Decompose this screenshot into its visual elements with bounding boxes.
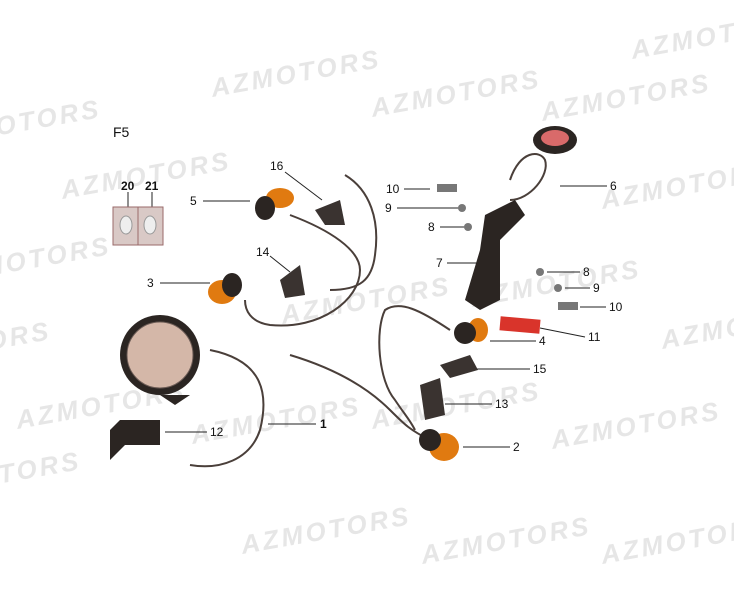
callout-9: 9 xyxy=(385,201,392,215)
turn-signal-3 xyxy=(208,273,242,304)
callout-1: 1 xyxy=(320,417,327,431)
callout-2: 2 xyxy=(513,440,520,454)
callout-14: 14 xyxy=(256,245,270,259)
headlight xyxy=(120,315,200,405)
callout-9: 9 xyxy=(593,281,600,295)
wires xyxy=(189,153,547,468)
callout-3: 3 xyxy=(147,276,154,290)
callout-7: 7 xyxy=(436,256,443,270)
bracket-12 xyxy=(110,420,160,460)
callout-20: 20 xyxy=(121,179,135,193)
callout-12: 12 xyxy=(210,425,224,439)
callout-11: 11 xyxy=(588,330,601,344)
callout-10: 10 xyxy=(386,182,400,196)
callout-16: 16 xyxy=(270,159,284,173)
reflector-11 xyxy=(499,316,541,334)
small-brackets xyxy=(280,200,478,420)
license-plate-bracket xyxy=(465,200,525,310)
leader-lines xyxy=(127,171,607,448)
turn-signal-2 xyxy=(419,429,459,461)
callout-8: 8 xyxy=(428,220,435,234)
callout-13: 13 xyxy=(495,397,509,411)
tail-light-6 xyxy=(533,126,577,154)
diagram-code: F5 xyxy=(113,124,130,140)
turn-signal-4 xyxy=(454,318,488,344)
turn-signal-5 xyxy=(255,188,294,220)
callout-15: 15 xyxy=(533,362,547,376)
callout-5: 5 xyxy=(190,194,197,208)
callout-8: 8 xyxy=(583,265,590,279)
callout-10: 10 xyxy=(609,300,623,314)
callout-21: 21 xyxy=(145,179,159,193)
bolts-washers xyxy=(437,184,578,310)
callout-4: 4 xyxy=(539,334,546,348)
callout-6: 6 xyxy=(610,179,617,193)
bulb-box xyxy=(112,206,164,246)
